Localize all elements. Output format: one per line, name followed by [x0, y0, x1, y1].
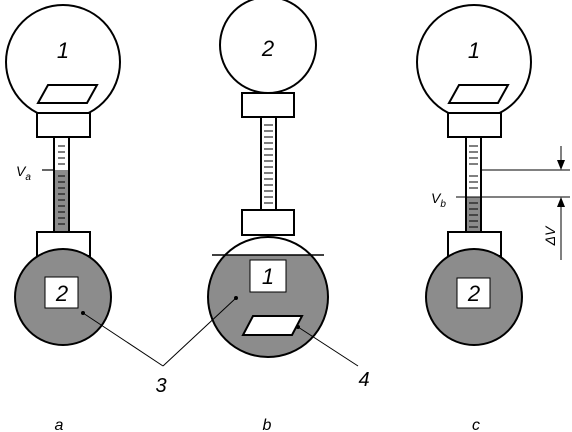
tube-graduations-c	[469, 145, 478, 228]
lower-collar-b	[241, 209, 295, 236]
callout-line-3a	[82, 312, 164, 367]
sample-plate-bottom-c	[456, 277, 491, 309]
callout-dot-3b	[234, 296, 238, 300]
tube-graduations-a	[58, 145, 65, 225]
top-bulb-label-a: 1	[57, 38, 69, 63]
panel-c: Vb ΔV 1 2 c	[416, 4, 570, 432]
delta-arrowhead-bottom-c	[557, 197, 565, 207]
panel-caption-b: b	[263, 417, 272, 432]
sample-plate-c	[447, 84, 510, 104]
callout-dot-3a	[81, 311, 85, 315]
delta-arrowhead-top-c	[557, 160, 565, 170]
panel-b: 2 1 b	[207, 0, 329, 432]
bottom-bulb-label-b: 1	[262, 264, 274, 289]
panel-caption-c: c	[472, 417, 480, 432]
delta-label-c: ΔV	[542, 225, 558, 246]
tube-graduations-b	[264, 124, 273, 204]
top-bulb-label-c: 1	[468, 38, 480, 63]
callout-line-3b	[162, 297, 237, 367]
bottom-bulb-label-c: 2	[467, 281, 480, 306]
sample-plate-b	[241, 315, 304, 336]
panel-a: Va 1 2 a	[5, 4, 121, 432]
upper-collar-c	[447, 112, 502, 138]
panel-caption-a: a	[55, 417, 64, 432]
bottom-bulb-b	[207, 236, 329, 358]
callout-line-4	[297, 326, 359, 367]
liquid-column-c	[467, 197, 480, 231]
upper-collar-a	[36, 112, 91, 138]
level-label-c: Vb	[431, 190, 446, 210]
top-bulb-label-b: 2	[261, 36, 274, 61]
sample-plate-bottom-b	[249, 259, 287, 293]
sample-plate-a	[36, 84, 99, 104]
sample-plate-bottom-a	[44, 276, 79, 309]
level-label-a: Va	[16, 163, 31, 183]
upper-collar-b	[241, 92, 295, 118]
bottom-bulb-label-a: 2	[55, 281, 68, 306]
callout-label-4: 4	[358, 369, 369, 391]
callout-dot-4	[296, 325, 300, 329]
callouts: 3 4	[81, 296, 370, 397]
callout-label-3: 3	[155, 375, 166, 397]
